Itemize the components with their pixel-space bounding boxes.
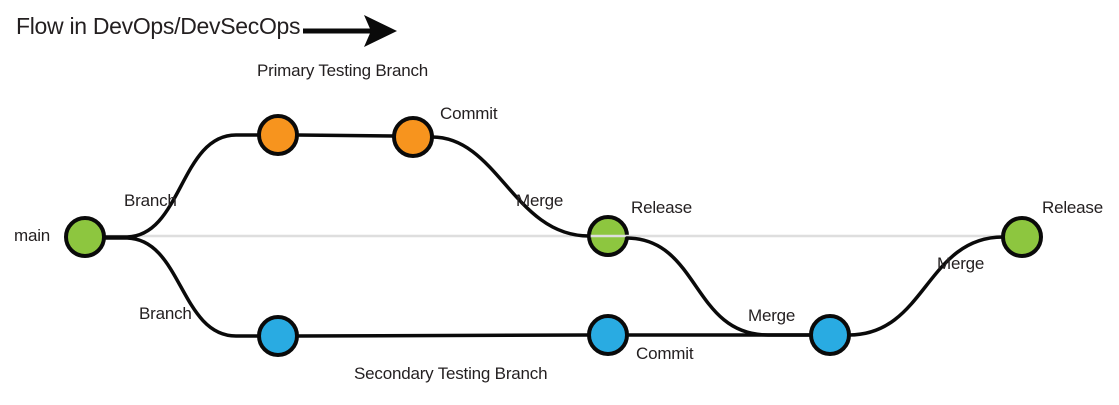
commit-label-primary: Commit: [440, 104, 498, 123]
nodes-group: [64, 114, 1043, 357]
merge-label-release-to-secondary: Merge: [748, 306, 796, 325]
release-label-mid: Release: [631, 198, 692, 217]
release-label-end: Release: [1042, 198, 1103, 217]
secondary-branch-edge-1: [295, 333, 591, 338]
branch-up-edge: [103, 133, 261, 239]
branch-label-top: Branch: [124, 191, 177, 210]
arrow-shaft: [303, 28, 373, 34]
main-branch-label: main: [14, 226, 51, 245]
primary-branch-label: Primary Testing Branch: [257, 61, 429, 80]
secondary-to-main-merge-edge: [847, 235, 1005, 337]
merge-label-secondary-to-main: Merge: [937, 254, 985, 273]
merge-label-primary: Merge: [516, 191, 564, 210]
secondary-commit-node-2: [587, 314, 629, 356]
primary-merge-edge: [430, 135, 591, 238]
branch-label-bottom: Branch: [139, 304, 192, 323]
commit-label-secondary: Commit: [636, 344, 694, 363]
edges-group: [103, 133, 1005, 338]
arrow-head: [364, 15, 397, 47]
primary-commit-node-2: [392, 116, 434, 158]
branch-down-edge: [103, 236, 261, 338]
flow-direction-arrow-icon: [303, 15, 397, 47]
diagram-title: Flow in DevOps/DevSecOps: [16, 13, 301, 39]
primary-branch-edge: [295, 133, 396, 138]
secondary-branch-label: Secondary Testing Branch: [354, 364, 548, 383]
secondary-commit-node-1: [257, 315, 299, 357]
primary-commit-node-1: [257, 114, 299, 156]
release-node-end: [1001, 216, 1043, 258]
secondary-merge-node: [809, 314, 851, 356]
release-to-secondary-merge-edge: [625, 236, 813, 337]
main-node: [64, 216, 106, 258]
